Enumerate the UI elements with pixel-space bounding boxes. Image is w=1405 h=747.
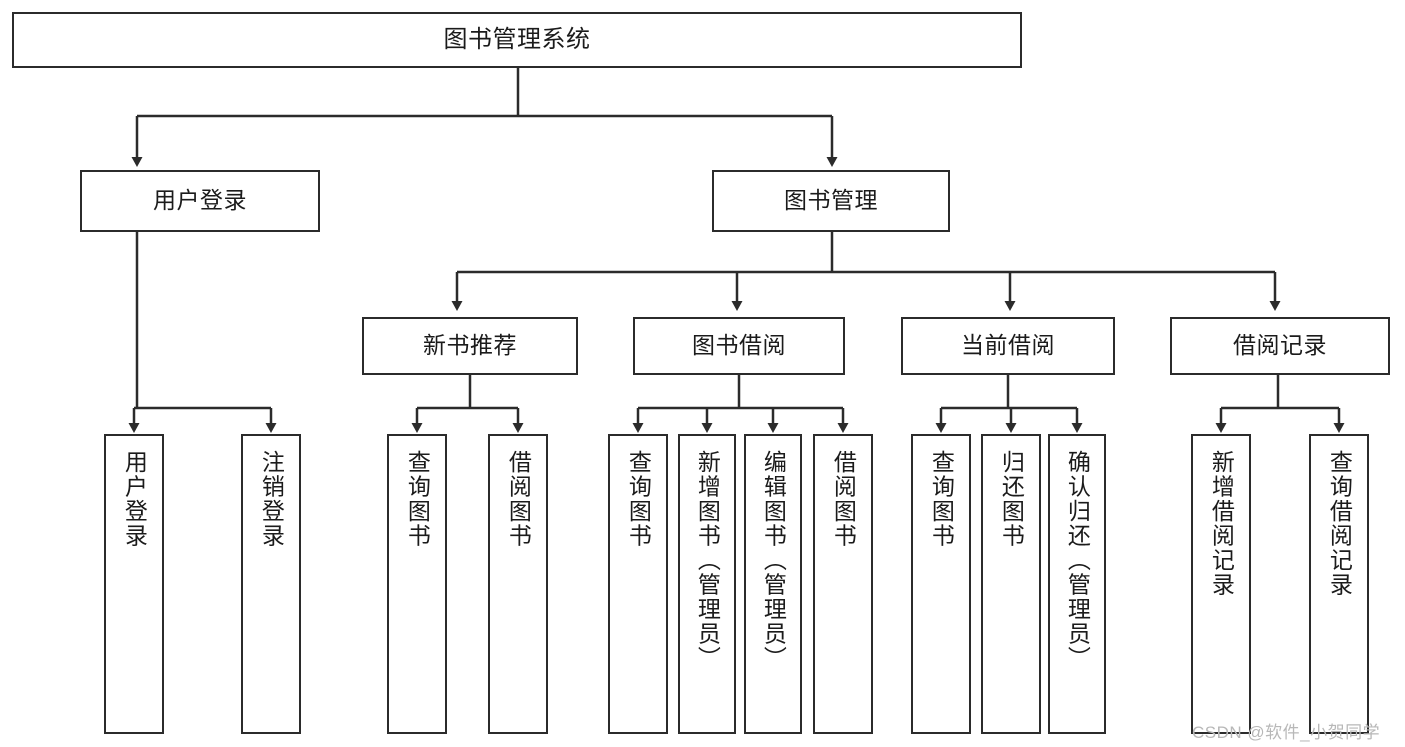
leaf-recommend-query-book[interactable]: 查询图书 bbox=[387, 434, 447, 734]
node-label: 确认归还（管理员） bbox=[1064, 450, 1091, 671]
node-label: 注销登录 bbox=[258, 450, 285, 548]
node-label: 图书借阅 bbox=[692, 332, 786, 359]
node-label: 新增图书（管理员） bbox=[694, 450, 721, 671]
leaf-record-add-record[interactable]: 新增借阅记录 bbox=[1191, 434, 1251, 734]
node-label: 用户登录 bbox=[121, 450, 148, 548]
leaf-borrow-add-book[interactable]: 新增图书（管理员） bbox=[678, 434, 736, 734]
node-book-management[interactable]: 图书管理 bbox=[712, 170, 950, 232]
leaf-borrow-edit-book[interactable]: 编辑图书（管理员） bbox=[744, 434, 802, 734]
node-book-borrow[interactable]: 图书借阅 bbox=[633, 317, 845, 375]
node-label: 借阅记录 bbox=[1233, 332, 1327, 359]
node-label: 图书管理 bbox=[784, 187, 878, 214]
node-borrow-record[interactable]: 借阅记录 bbox=[1170, 317, 1390, 375]
leaf-borrow-borrow-book[interactable]: 借阅图书 bbox=[813, 434, 873, 734]
node-label: 编辑图书（管理员） bbox=[760, 450, 787, 671]
node-label: 借阅图书 bbox=[830, 450, 857, 548]
node-new-book-recommend[interactable]: 新书推荐 bbox=[362, 317, 578, 375]
leaf-current-query-book[interactable]: 查询图书 bbox=[911, 434, 971, 734]
leaf-user-logout[interactable]: 注销登录 bbox=[241, 434, 301, 734]
node-label: 查询图书 bbox=[404, 450, 431, 548]
node-user-login[interactable]: 用户登录 bbox=[80, 170, 320, 232]
node-label: 查询图书 bbox=[928, 450, 955, 548]
watermark: CSDN @软件_小贺同学 bbox=[1192, 723, 1381, 742]
leaf-borrow-query-book[interactable]: 查询图书 bbox=[608, 434, 668, 734]
node-label: 用户登录 bbox=[153, 187, 247, 214]
node-current-borrow[interactable]: 当前借阅 bbox=[901, 317, 1115, 375]
node-label: 图书管理系统 bbox=[443, 25, 591, 53]
node-label: 当前借阅 bbox=[961, 332, 1055, 359]
node-label: 新增借阅记录 bbox=[1208, 450, 1235, 597]
node-label: 新书推荐 bbox=[423, 332, 517, 359]
leaf-current-confirm-return[interactable]: 确认归还（管理员） bbox=[1048, 434, 1106, 734]
node-label: 借阅图书 bbox=[505, 450, 532, 548]
leaf-recommend-borrow-book[interactable]: 借阅图书 bbox=[488, 434, 548, 734]
node-label: 查询借阅记录 bbox=[1326, 450, 1353, 597]
leaf-user-login[interactable]: 用户登录 bbox=[104, 434, 164, 734]
node-root-system[interactable]: 图书管理系统 bbox=[12, 12, 1022, 68]
node-label: 查询图书 bbox=[625, 450, 652, 548]
leaf-record-query-record[interactable]: 查询借阅记录 bbox=[1309, 434, 1369, 734]
node-label: 归还图书 bbox=[998, 450, 1025, 548]
leaf-current-return-book[interactable]: 归还图书 bbox=[981, 434, 1041, 734]
